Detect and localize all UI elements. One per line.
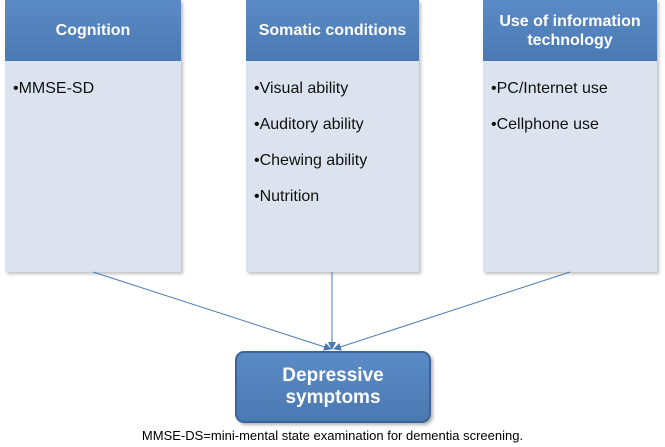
depressive-symptoms-box: Depressive symptoms — [235, 351, 431, 423]
it-item: •Cellphone use — [491, 116, 599, 133]
somatic-conditions-header: Somatic conditions — [246, 0, 419, 61]
somatic-item: •Auditory ability — [254, 116, 364, 133]
cognition-header: Cognition — [5, 0, 181, 61]
arrow-it-to-outcome — [333, 271, 571, 351]
somatic-item: •Chewing ability — [254, 152, 368, 169]
cognition-item: •MMSE-SD — [13, 80, 95, 97]
somatic-item: •Nutrition — [254, 188, 320, 205]
footnote: MMSE-DS=mini-mental state examination fo… — [141, 428, 524, 443]
somatic-conditions-box: Somatic conditions •Visual ability •Audi… — [246, 0, 419, 272]
it-item: •PC/Internet use — [491, 80, 608, 97]
outcome-label: Depressive symptoms — [282, 365, 384, 408]
somatic-conditions-body: •Visual ability •Auditory ability •Chewi… — [246, 61, 419, 272]
somatic-item: •Visual ability — [254, 80, 349, 97]
arrow-cognition-to-outcome — [92, 271, 332, 351]
information-technology-box: Use of information technology •PC/Intern… — [483, 0, 657, 272]
information-technology-header: Use of information technology — [483, 0, 657, 61]
cognition-box: Cognition •MMSE-SD — [5, 0, 181, 272]
cognition-body: •MMSE-SD — [5, 61, 181, 272]
information-technology-body: •PC/Internet use •Cellphone use — [483, 61, 657, 272]
